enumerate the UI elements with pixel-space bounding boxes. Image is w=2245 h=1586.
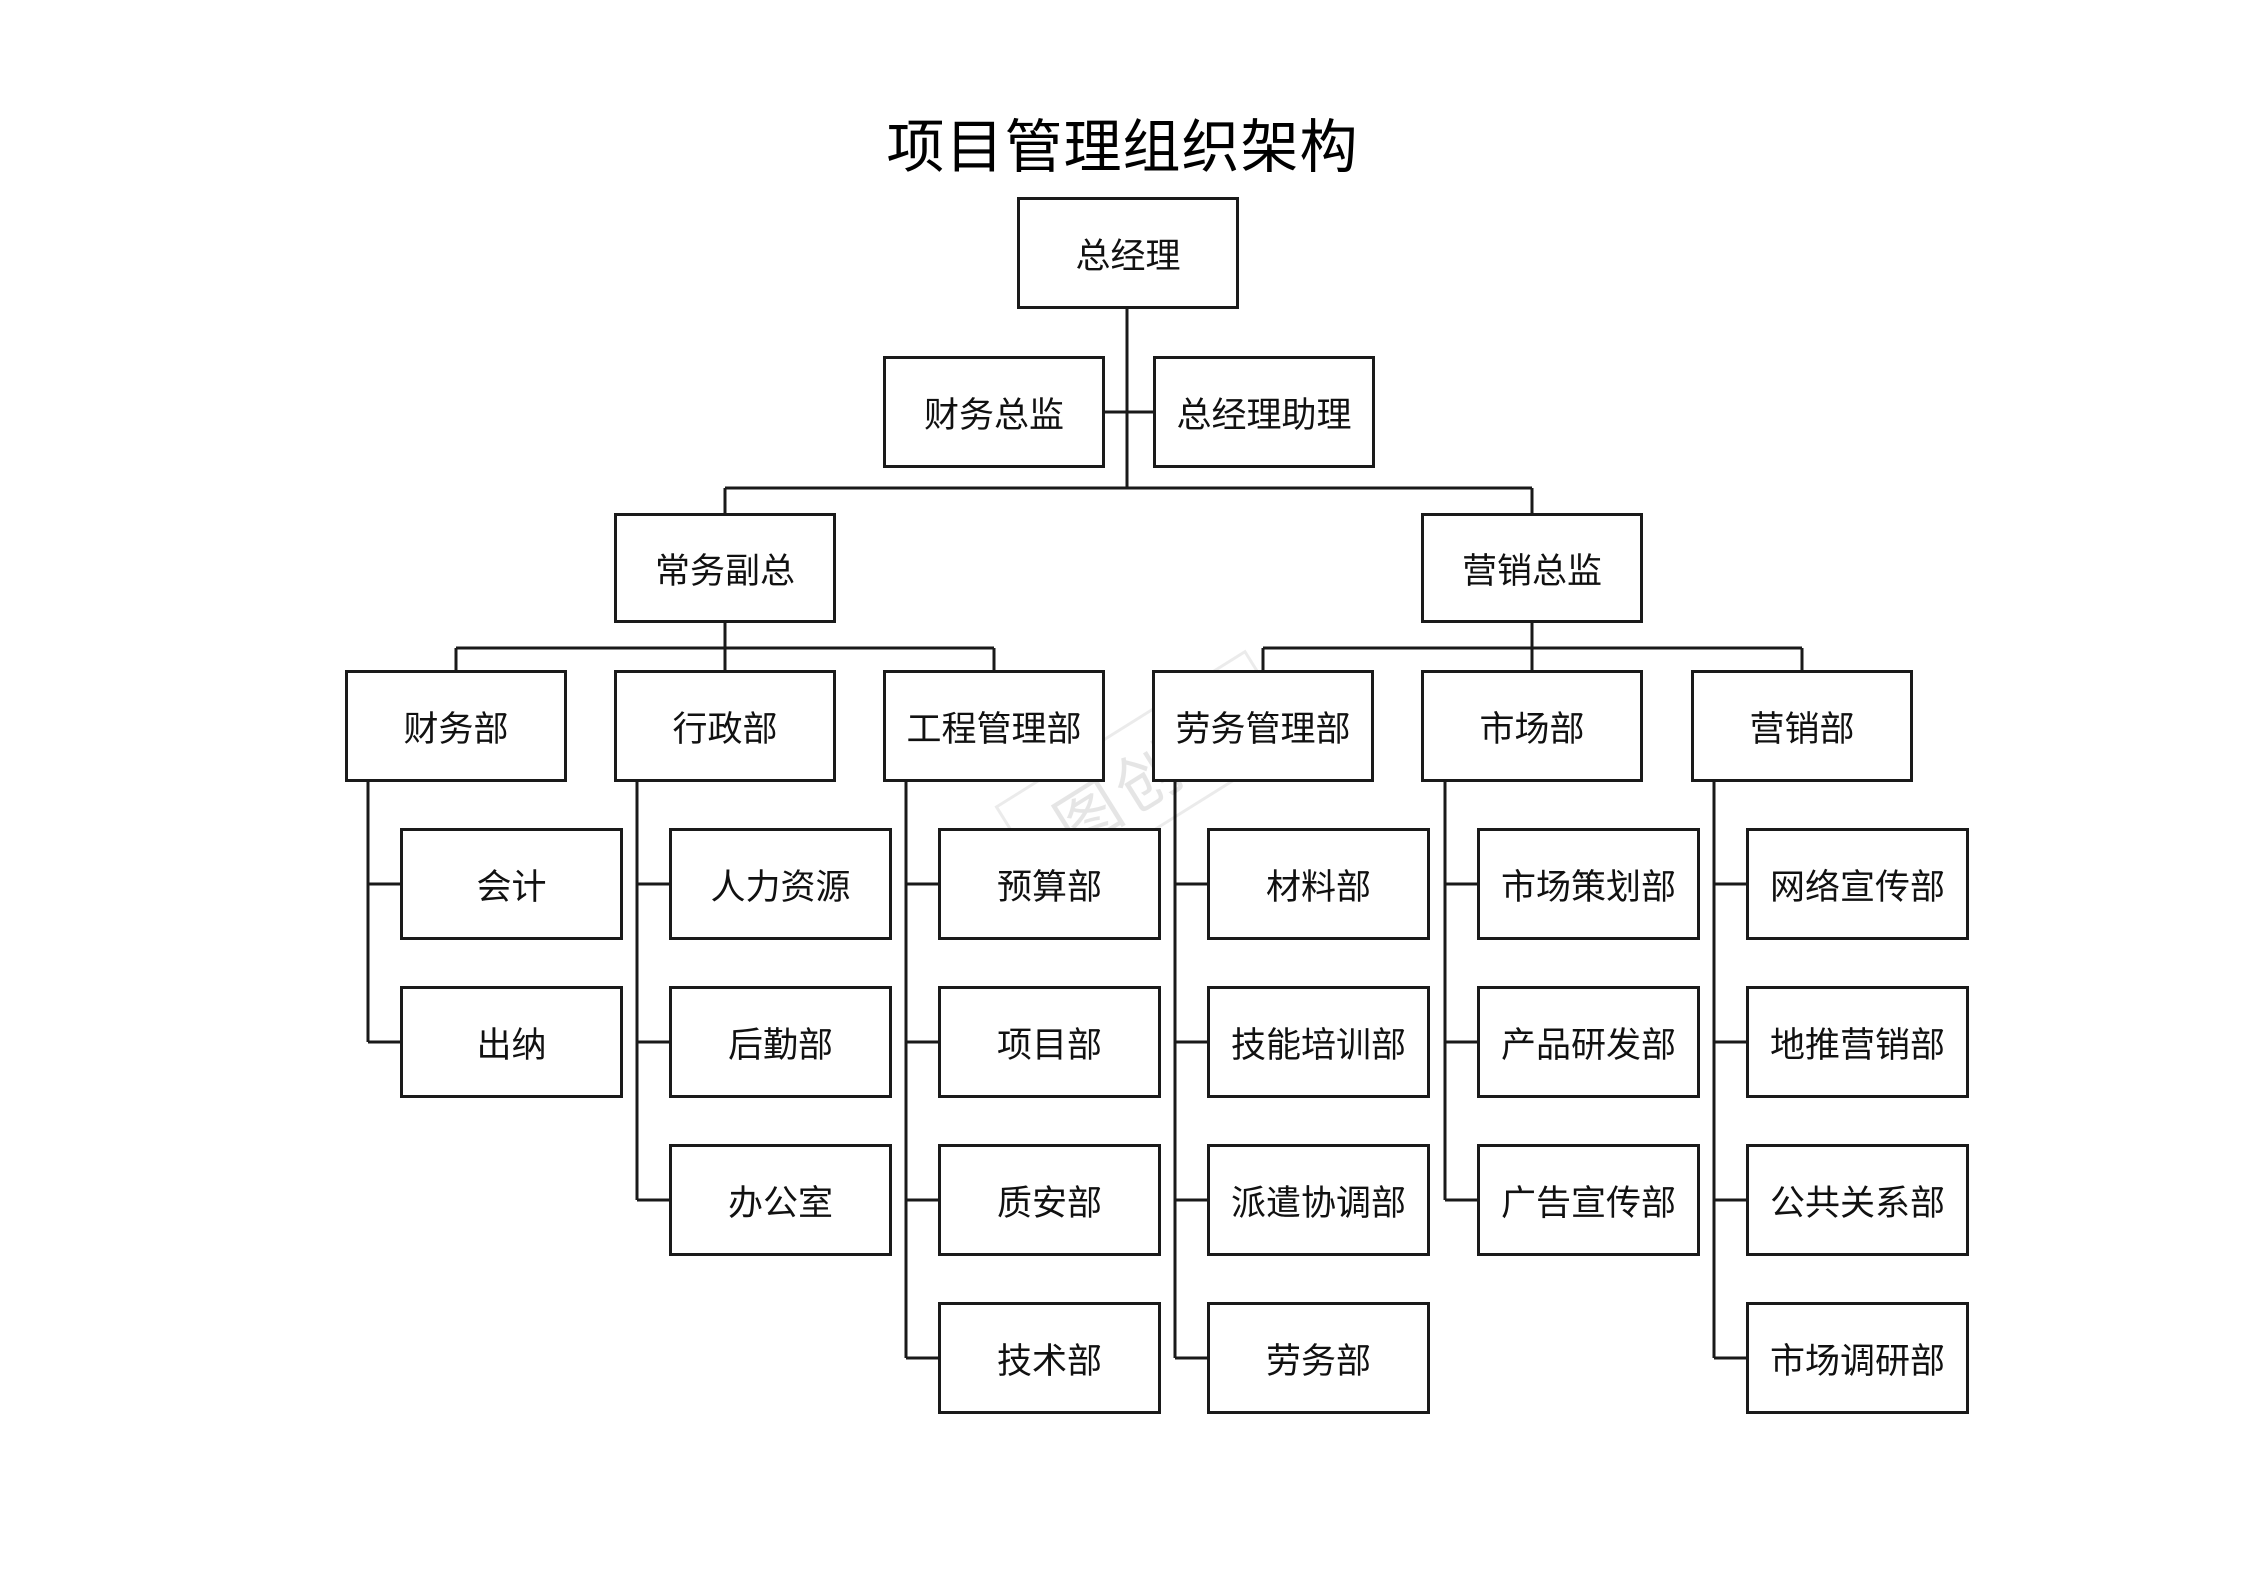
- node-labor-dept: 劳务管理部: [1152, 670, 1374, 782]
- node-quality-safety: 质安部: [938, 1144, 1161, 1256]
- page-title: 项目管理组织架构: [886, 113, 1359, 181]
- node-cashier: 出纳: [400, 986, 623, 1098]
- node-market-planning: 市场策划部: [1477, 828, 1700, 940]
- node-materials: 材料部: [1207, 828, 1430, 940]
- node-finance-dept: 财务部: [345, 670, 567, 782]
- node-ceo: 总经理: [1017, 197, 1239, 309]
- node-dispatch-coordination: 派遣协调部: [1207, 1144, 1430, 1256]
- node-admin-dept: 行政部: [614, 670, 836, 782]
- node-budget: 预算部: [938, 828, 1161, 940]
- node-engineering-dept: 工程管理部: [883, 670, 1105, 782]
- node-logistics: 后勤部: [669, 986, 892, 1098]
- node-project: 项目部: [938, 986, 1161, 1098]
- node-accounting: 会计: [400, 828, 623, 940]
- node-exec-vp: 常务副总: [614, 513, 836, 623]
- node-public-relations: 公共关系部: [1746, 1144, 1969, 1256]
- node-online-promotion: 网络宣传部: [1746, 828, 1969, 940]
- node-sales-dept: 营销部: [1691, 670, 1913, 782]
- node-skills-training: 技能培训部: [1207, 986, 1430, 1098]
- node-labor: 劳务部: [1207, 1302, 1430, 1414]
- node-marketing-director: 营销总监: [1421, 513, 1643, 623]
- node-ceo-assistant: 总经理助理: [1153, 356, 1375, 468]
- node-cfo: 财务总监: [883, 356, 1105, 468]
- node-office: 办公室: [669, 1144, 892, 1256]
- node-product-rd: 产品研发部: [1477, 986, 1700, 1098]
- node-advertising: 广告宣传部: [1477, 1144, 1700, 1256]
- node-ground-sales: 地推营销部: [1746, 986, 1969, 1098]
- node-market-dept: 市场部: [1421, 670, 1643, 782]
- node-technical: 技术部: [938, 1302, 1161, 1414]
- node-hr: 人力资源: [669, 828, 892, 940]
- node-market-research: 市场调研部: [1746, 1302, 1969, 1414]
